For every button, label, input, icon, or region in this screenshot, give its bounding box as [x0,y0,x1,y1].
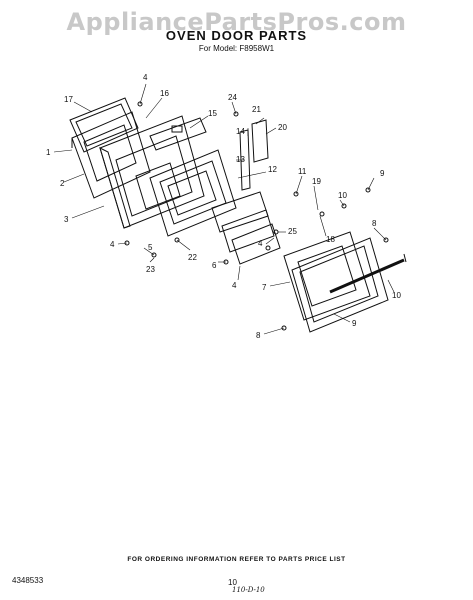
callout-21: 18 [326,235,335,244]
callout-9: 9 [352,319,357,328]
callout-26: 23 [146,265,155,274]
callout-8: 8 [256,331,261,340]
part-door-trim-frame [69,97,139,153]
callout-4-bottom: 4 [232,281,237,290]
callout-17: 14 [236,127,245,136]
callout-18: 15 [208,109,217,118]
handwritten-note: 110-D-10 [232,586,265,594]
callout-6: 6 [212,261,217,270]
callout-14: 11 [298,167,307,176]
document-number: 4348533 [12,576,44,585]
callout-7: 7 [262,283,267,292]
callout-4-mid: 4 [258,239,263,248]
callout-10: 10 [392,291,401,300]
callout-16: 13 [236,155,245,164]
part-door-hardware [149,117,207,151]
callout-1: 1 [46,148,51,157]
part-outer-door-glass [283,231,371,321]
callout-27: 24 [228,93,237,102]
callout-3: 3 [64,215,69,224]
page-number: 10 [228,578,237,587]
callout-13: 10 [338,191,347,200]
callout-23: 20 [278,123,287,132]
part-inner-glass-frame [149,149,237,237]
callout-28: 25 [288,227,297,236]
callout-19: 16 [160,89,169,98]
callout-25: 22 [188,253,197,262]
callout-20: 17 [64,95,73,104]
watermark: AppliancePartsPros.com [66,8,407,36]
leader-lines [53,83,395,335]
callout-labels: 4 16 17 24 15 21 20 14 1 13 12 11 9 2 19… [46,73,401,340]
part-screws [124,101,389,331]
part-door-liner [99,115,205,229]
callout-12: 9 [380,169,385,178]
part-outer-door-panel [71,111,151,199]
ordering-note: FOR ORDERING INFORMATION REFER TO PARTS … [127,556,346,563]
callout-5: 5 [148,243,153,252]
callout-24: 21 [252,105,261,114]
page-title: OVEN DOOR PARTS [165,28,308,43]
callout-4-top: 4 [143,73,148,82]
part-glass-pack [211,191,281,265]
callout-4-left: 4 [110,240,115,249]
callout-11: 8 [372,219,377,228]
part-vertical-strip [239,119,269,191]
model-subtitle: For Model: F8958W1 [198,44,275,53]
callout-22: 19 [312,177,321,186]
callout-2: 2 [60,179,65,188]
callout-15: 12 [268,165,277,174]
part-door-outer-frame [291,237,407,333]
